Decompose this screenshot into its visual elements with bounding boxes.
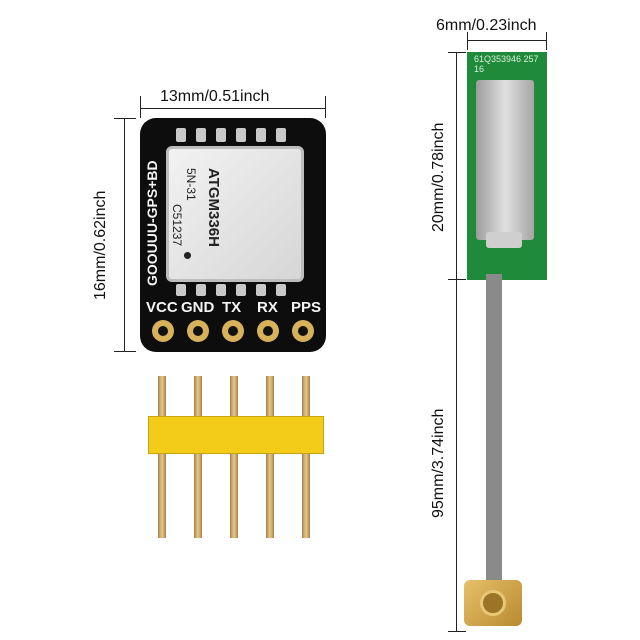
solder-pad [176,284,186,296]
pin-hole-gnd [187,320,209,342]
pin-label-pps: PPS [291,299,322,316]
header-pin [266,376,274,538]
pin-hole-tx [222,320,244,342]
pin-label-vcc: VCC [146,299,178,316]
solder-pad [276,284,286,296]
header-pin [230,376,238,538]
module-width-dimension-line [140,108,326,109]
ipex-connector-center [480,590,506,616]
cable-length-label: 95mm/3.74inch [430,408,447,518]
antenna-element [476,80,534,240]
pin-hole-pps [292,320,314,342]
module-height-tick-bottom [114,351,136,352]
header-pin [158,376,166,538]
module-width-label: 13mm/0.51inch [160,88,270,105]
antenna-pcb-text: 61Q353946 257 16 [474,54,539,74]
pin1-dot [184,252,191,259]
pin-label-tx: TX [222,299,242,316]
header-pin [302,376,310,538]
antenna-width-tick-left [467,32,468,50]
pin-hole-vcc [152,320,174,342]
antenna-height-tick-bottom [448,279,466,280]
cable-length-dimension-line [456,280,457,632]
solder-pad [236,284,246,296]
antenna-height-dimension-line [456,52,457,280]
antenna-width-tick-right [546,32,547,50]
antenna-width-dimension-line [467,40,547,41]
cable-length-tick-bottom [448,631,466,632]
solder-pad [256,128,266,142]
gps-chip-shield [166,146,304,282]
chip-code-line-1: 5N-31 [184,168,198,201]
module-height-label: 16mm/0.62inch [92,190,109,300]
pin-hole-rx [257,320,279,342]
solder-pad [256,284,266,296]
solder-pad [276,128,286,142]
header-pin [194,376,202,538]
pin-label-gnd: GND [181,299,215,316]
antenna-height-label: 20mm/0.78inch [430,122,447,232]
solder-pad [236,128,246,142]
solder-pad [216,284,226,296]
solder-pad [196,284,206,296]
brand-silkscreen: GOOUUU-GPS+BD [144,160,160,286]
module-height-tick-top [114,118,136,119]
antenna-height-tick-top [448,52,466,53]
pin-header-plastic [148,416,324,454]
chip-code-line-2: C51237 [170,204,184,247]
solder-pad [196,128,206,142]
antenna-cable [486,274,502,592]
antenna-solder-joint [486,232,522,248]
module-width-tick-right [325,96,326,118]
antenna-width-label: 6mm/0.23inch [436,17,537,34]
solder-pad [216,128,226,142]
pin-label-rx: RX [257,299,278,316]
solder-pad [176,128,186,142]
chip-model-label: ATGM336H [205,168,222,247]
module-width-tick-left [140,96,141,118]
module-height-dimension-line [124,118,125,352]
